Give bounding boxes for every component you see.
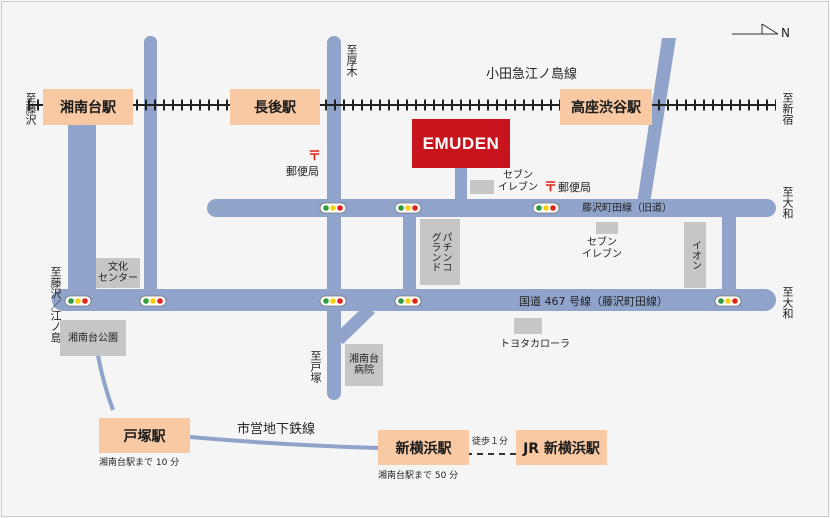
route-467-label: 国道 467 号線（藤沢町田線）: [519, 295, 668, 308]
station-shonandai: 湘南台駅: [43, 89, 133, 125]
facility-bunka-center: 文化 センター: [96, 258, 140, 288]
post-office-right-label: 郵便局: [558, 181, 591, 194]
seven-eleven-bottom-block: [596, 222, 618, 234]
atsugi-totsuka-road: [327, 36, 341, 400]
toyota-corolla-block: [514, 318, 542, 334]
traffic-signals: [64, 202, 742, 307]
walk-route-dashed: [466, 453, 516, 455]
toyota-corolla-label: トヨタカローラ: [500, 339, 570, 350]
facility-shonandai-hospital: 湘南台 病院: [345, 344, 383, 386]
station-koza-shibuya: 高座渋谷駅: [560, 89, 652, 125]
facility-aeon: イオン: [684, 222, 706, 288]
station-chogo: 長後駅: [230, 89, 320, 125]
pachinko-side-road: [403, 206, 416, 302]
direction-fujisawa-top: 至藤沢: [24, 92, 37, 125]
traffic-signal-icon: [319, 202, 347, 214]
direction-totsuka: 至戸塚: [309, 350, 322, 383]
company-emuden-marker: EMUDEN: [412, 119, 510, 168]
road-network: [52, 36, 776, 400]
odakyu-line-label: 小田急江ノ島線: [486, 67, 578, 82]
traffic-signal-icon: [714, 295, 742, 307]
compass-label: N: [781, 26, 790, 40]
traffic-signal-icon: [139, 295, 167, 307]
north-arrow-icon: [732, 23, 779, 35]
traffic-signal-icon: [394, 202, 422, 214]
note-totsuka-time: 湘南台駅まで 10 分: [99, 458, 180, 468]
direction-fujisawa-enoshima: 至藤沢／江ノ島: [49, 266, 62, 343]
emuden-access-road: [455, 165, 467, 211]
seven-eleven-top-label: セブン イレブン: [498, 170, 538, 193]
station-jr-shin-yokohama: JR 新横浜駅: [516, 430, 607, 465]
post-office-left-label: 郵便局: [286, 165, 319, 178]
shonandai-access-road: [68, 125, 96, 310]
subway-line-label: 市営地下鉄線: [237, 422, 316, 437]
walk-time-label: 徒歩１分: [472, 437, 509, 447]
note-shin-yokohama-time: 湘南台駅まで 50 分: [378, 471, 459, 481]
old-road-label: 藤沢町田線（旧道）: [582, 203, 672, 214]
traffic-signal-icon: [532, 202, 560, 214]
station-shin-yokohama: 新横浜駅: [378, 430, 469, 465]
direction-atsugi: 至厚木: [345, 44, 358, 77]
traffic-signal-icon: [394, 295, 422, 307]
chogo-west-road: [144, 36, 157, 302]
traffic-signal-icon: [319, 295, 347, 307]
facility-pachinko-grand: パチンコ グランド: [420, 219, 460, 285]
post-office-right-icon: 〒: [544, 180, 558, 195]
east-connector-road: [722, 206, 736, 302]
hospital-diagonal-road: [333, 305, 375, 344]
seven-eleven-bottom-label: セブン イレブン: [582, 237, 622, 260]
station-totsuka: 戸塚駅: [99, 418, 190, 453]
direction-yamato-bottom: 至大和: [781, 286, 794, 319]
post-office-left-icon: 〒: [308, 149, 322, 164]
traffic-signal-icon: [64, 295, 92, 307]
facility-aeon-label: イオン: [689, 240, 701, 270]
facility-pachinko-label: パチンコ グランド: [429, 232, 451, 272]
facility-shonandai-park: 湘南台公園: [60, 320, 126, 356]
direction-yamato-top: 至大和: [781, 186, 794, 219]
koza-shibuya-diagonal-road: [636, 38, 676, 210]
old-fujisawa-machida-road: [207, 199, 776, 217]
direction-shinjuku: 至新宿: [781, 92, 794, 125]
seven-eleven-top-block: [470, 180, 494, 194]
